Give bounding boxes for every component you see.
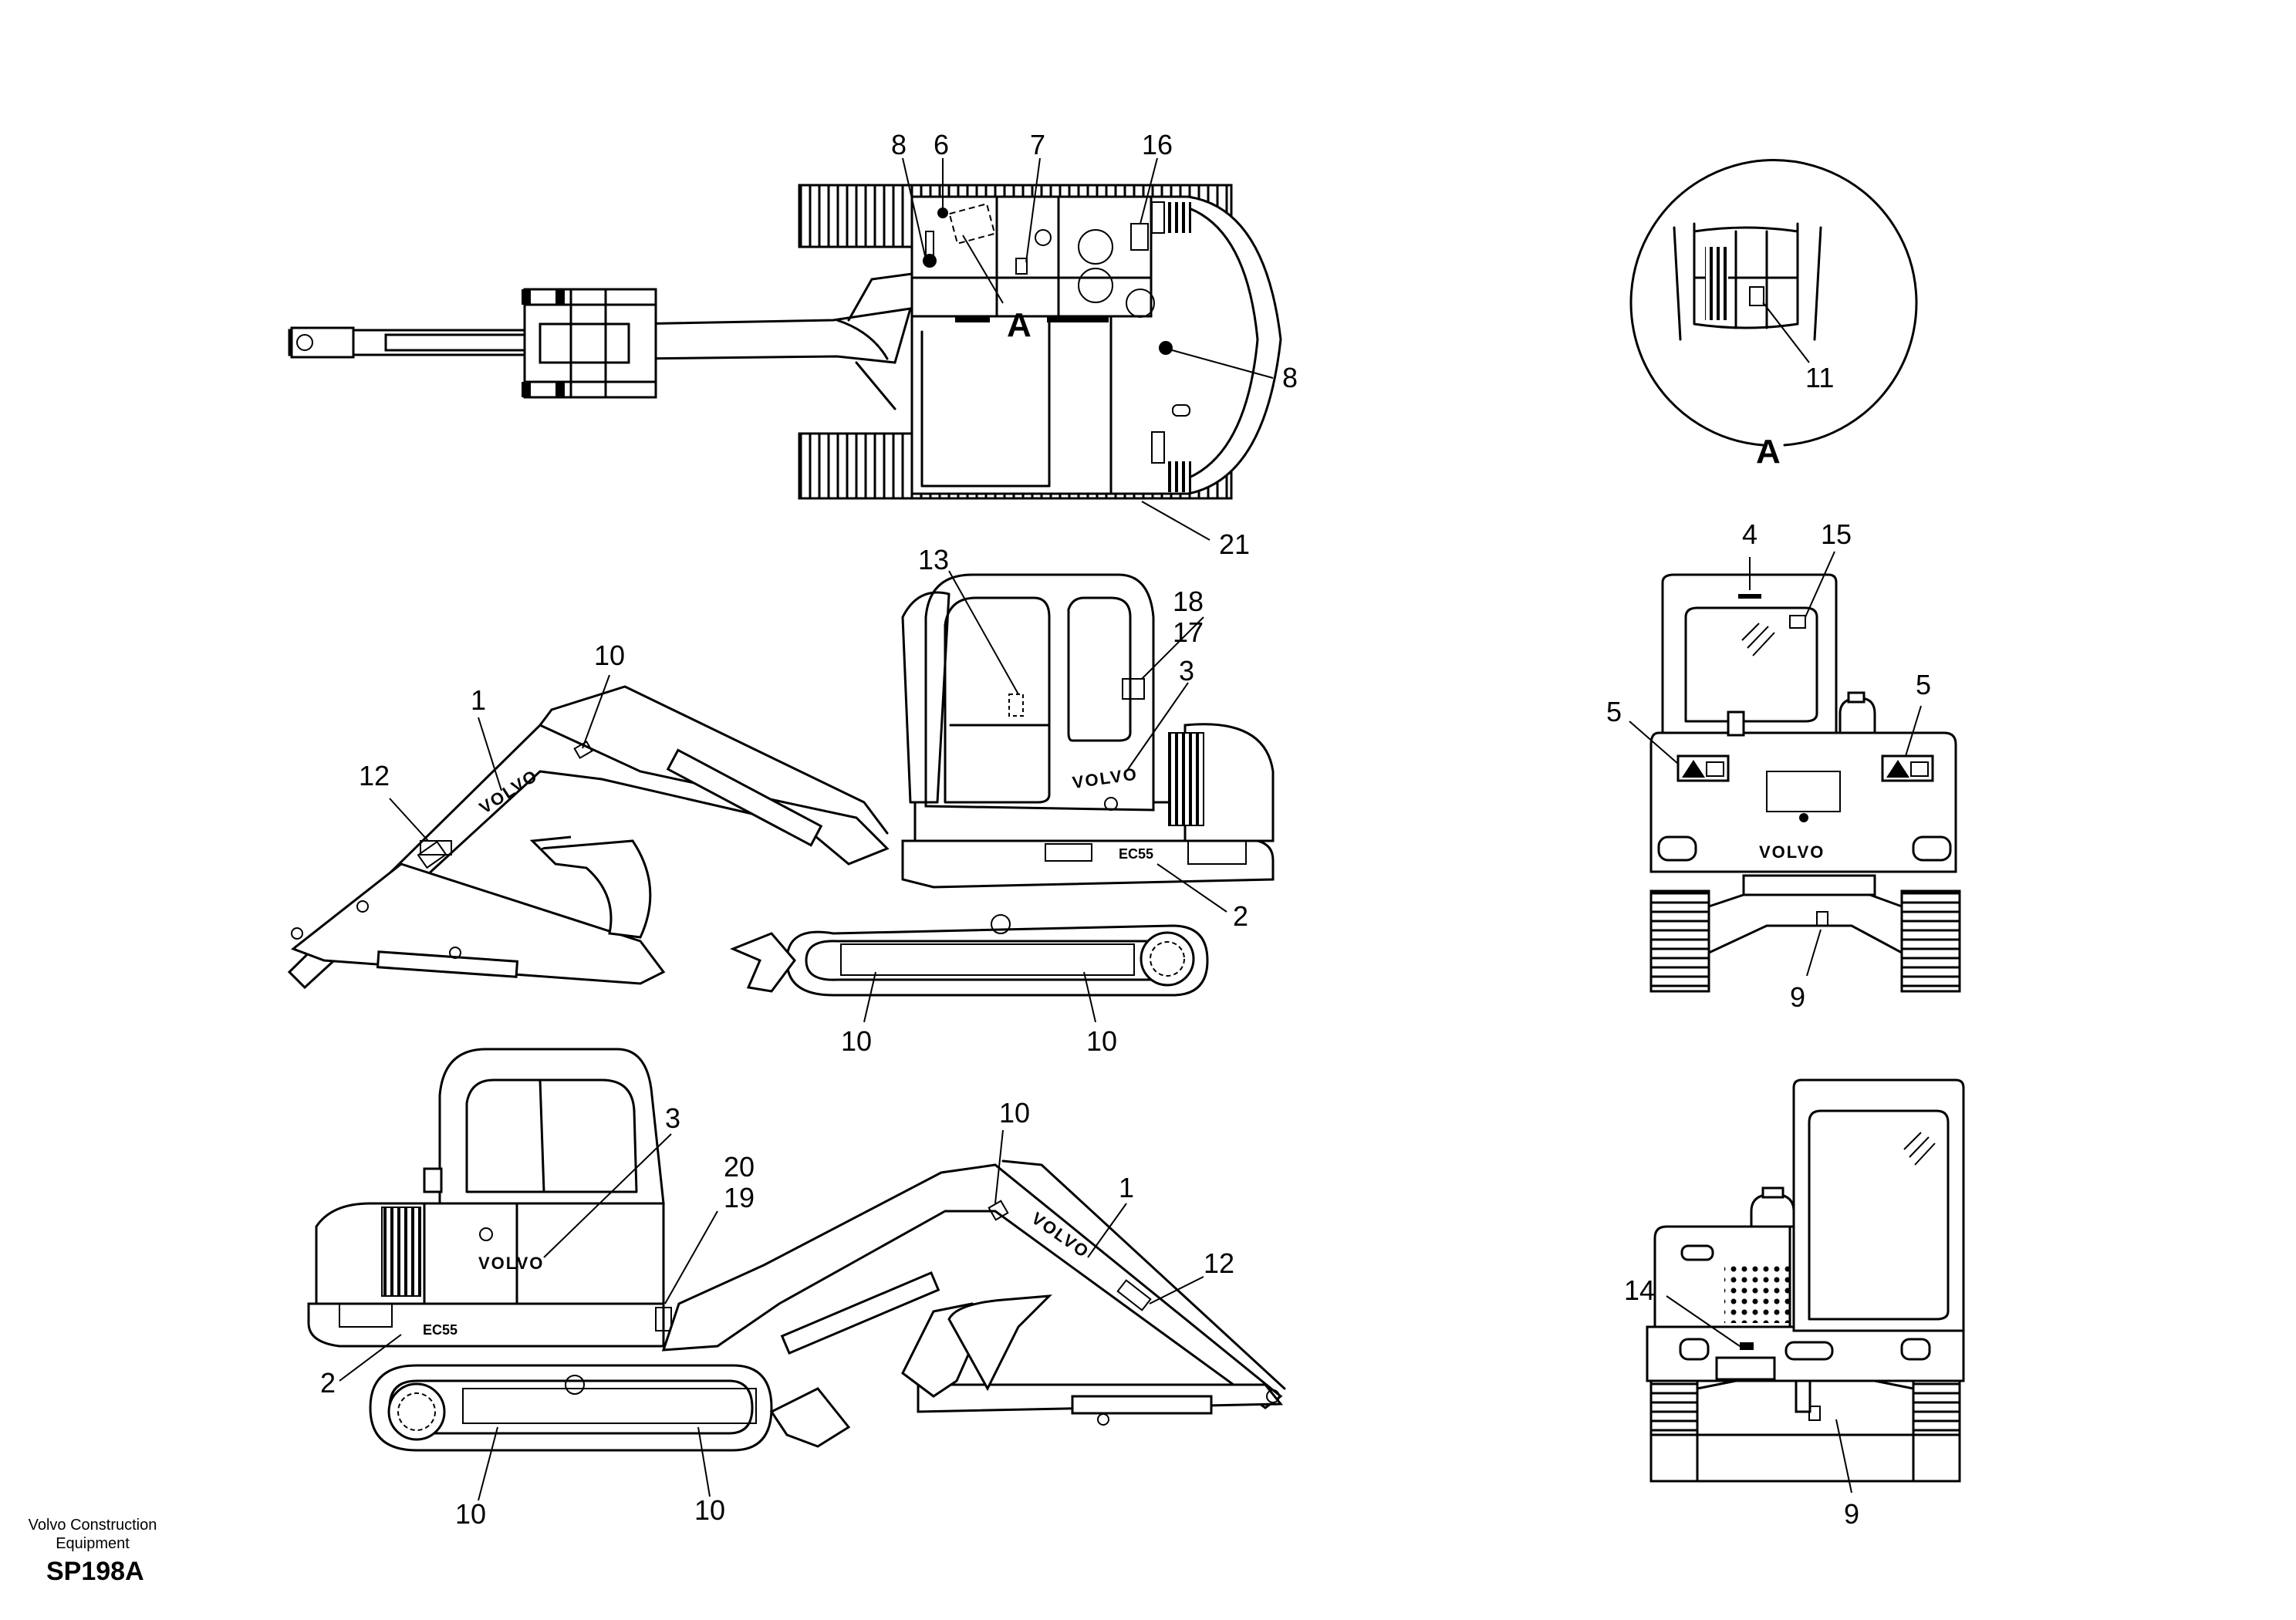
detail-a-title: A (1756, 433, 1781, 471)
callout-rear-4: 4 (1742, 518, 1757, 550)
callout-left-2: 2 (1233, 900, 1248, 932)
detail-a-view: 11 A (1629, 159, 1918, 471)
callout-top-8b: 8 (1282, 362, 1298, 393)
callout-right-19: 19 (724, 1182, 755, 1213)
callout-right-1: 1 (1119, 1172, 1134, 1203)
callout-right-10-a: 10 (455, 1498, 486, 1530)
callout-front-14: 14 (1624, 1274, 1655, 1306)
company-name: Volvo Construction Equipment (28, 1517, 157, 1552)
svg-text:EC55: EC55 (1119, 846, 1153, 862)
callout-front-9: 9 (1844, 1498, 1859, 1530)
callout-right-10-b: 10 (694, 1494, 725, 1526)
callout-right-3: 3 (665, 1102, 680, 1134)
left-track (785, 924, 1209, 997)
callout-right-10-boom: 10 (999, 1097, 1030, 1129)
left-cab (924, 573, 1155, 812)
callout-rear-5-left: 5 (1606, 696, 1622, 727)
callout-left-10-b: 10 (1086, 1025, 1117, 1057)
right-track (369, 1364, 773, 1452)
front-view: 14 9 (1624, 1078, 1965, 1530)
callout-left-1: 1 (471, 684, 486, 716)
right-side-view: EC55 VOLVO VOLVO 3 20 19 1 (307, 1048, 1286, 1530)
callout-top-7: 7 (1030, 129, 1045, 160)
callout-rear-9: 9 (1790, 981, 1805, 1013)
svg-text:EC55: EC55 (423, 1322, 458, 1338)
callout-right-2: 2 (320, 1367, 336, 1399)
right-upper-body (307, 1302, 665, 1348)
callout-left-17: 17 (1173, 616, 1204, 648)
rear-cab (1661, 573, 1838, 734)
callout-left-18: 18 (1173, 586, 1204, 617)
callout-top-21: 21 (1219, 528, 1250, 560)
callout-top-8a: 8 (891, 129, 907, 160)
callout-top-6: 6 (934, 129, 949, 160)
callout-top-16: 16 (1142, 129, 1173, 160)
top-view: 8 6 7 16 8 21 A (288, 129, 1298, 560)
right-cab (438, 1048, 665, 1205)
svg-text:VOLVO: VOLVO (1759, 842, 1825, 862)
callout-left-10-boom: 10 (594, 640, 625, 671)
detail-a-marker: A (1007, 306, 1032, 344)
callout-right-20: 20 (724, 1151, 755, 1183)
rear-track-right (1900, 889, 1961, 993)
callout-rear-5-right: 5 (1916, 669, 1931, 700)
rear-view: VOLVO 4 15 5 5 9 (1606, 518, 1961, 1013)
callout-detail-11: 11 (1805, 362, 1834, 393)
figure-code: SP198A (46, 1557, 144, 1586)
callout-rear-15: 15 (1821, 518, 1852, 550)
rear-track-left (1649, 889, 1710, 993)
svg-text:VOLVO: VOLVO (478, 1254, 544, 1273)
callout-left-10-a: 10 (841, 1025, 872, 1057)
callout-left-12: 12 (359, 760, 390, 791)
callout-left-13: 13 (918, 544, 949, 575)
front-cab (1792, 1078, 1965, 1332)
callout-right-12: 12 (1204, 1247, 1234, 1279)
left-side-view: EC55 VOLVO VOLVO (287, 544, 1275, 1057)
callout-left-3: 3 (1179, 655, 1194, 687)
